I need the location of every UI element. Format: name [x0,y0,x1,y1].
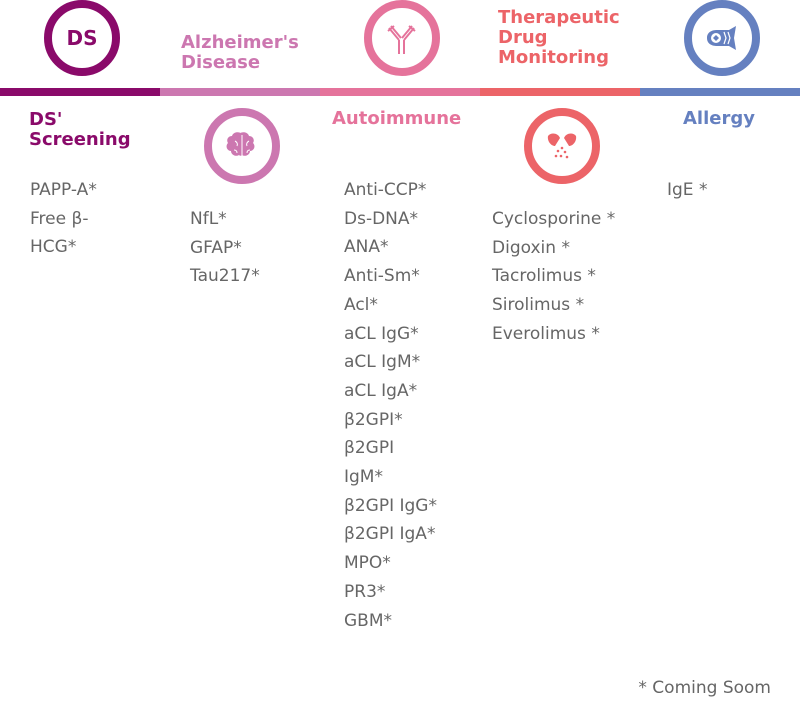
tdm-divider [480,88,640,96]
auto-title: Autoimmune [332,108,462,129]
list-item: HCG* [30,237,77,258]
list-item: IgE * [667,180,708,200]
antibody-icon [364,0,440,76]
list-item: IgM* [344,467,383,488]
list-item: Tacrolimus * [492,266,596,287]
auto-divider [320,88,480,96]
list-item: β2GPI* [344,409,403,430]
tdm-list: Cyclosporine * Digoxin * Tacrolimus * Si… [492,205,615,349]
list-item: Anti-Sm* [344,266,420,287]
list-item: aCL IgG* [344,323,419,344]
list-item: Everolimus * [492,323,600,344]
list-item: Digoxin * [492,237,570,258]
fish-allergy-icon [684,0,760,76]
allergy-divider [640,88,800,96]
allergy-title: Allergy [683,108,755,129]
list-item: aCL IgM* [344,352,421,373]
ds-divider [0,88,160,96]
list-item: Acl* [344,294,378,315]
list-item: β2GPI IgG* [344,495,437,516]
alz-divider [160,88,320,96]
ds-title: DS'Screening [29,109,131,150]
list-item: PR3* [344,581,386,602]
capsule-icon [524,108,600,184]
list-item: β2GPI [344,438,395,459]
list-item: MPO* [344,553,391,574]
list-item: Free β- [30,208,89,229]
auto-list: Anti-CCP* Ds-DNA* ANA* Anti-Sm* Acl* aCL… [344,176,437,635]
ds-list: PAPP-A* Free β- HCG* [30,176,97,262]
list-item: Sirolimus * [492,295,585,316]
ds-icon-text: DS [66,26,98,50]
list-item: ANA* [344,237,389,258]
list-item: β2GPI IgA* [344,524,436,545]
coming-soon-note: * Coming Soom [638,678,771,698]
list-item: GBM* [344,610,393,631]
list-item: aCL IgA* [344,380,418,401]
list-item: PAPP-A* [30,180,97,200]
ds-icon: DS [44,0,120,76]
brain-icon [204,108,280,184]
list-item: Anti-CCP* [344,180,427,200]
alz-list: NfL* GFAP* Tau217* [190,205,260,291]
list-item: Cyclosporine * [492,209,616,229]
list-item: GFAP* [190,237,242,258]
list-item: Ds-DNA* [344,208,419,229]
allergy-list: IgE * [667,176,707,205]
list-item: NfL* [190,209,227,229]
list-item: Tau217* [190,266,260,287]
